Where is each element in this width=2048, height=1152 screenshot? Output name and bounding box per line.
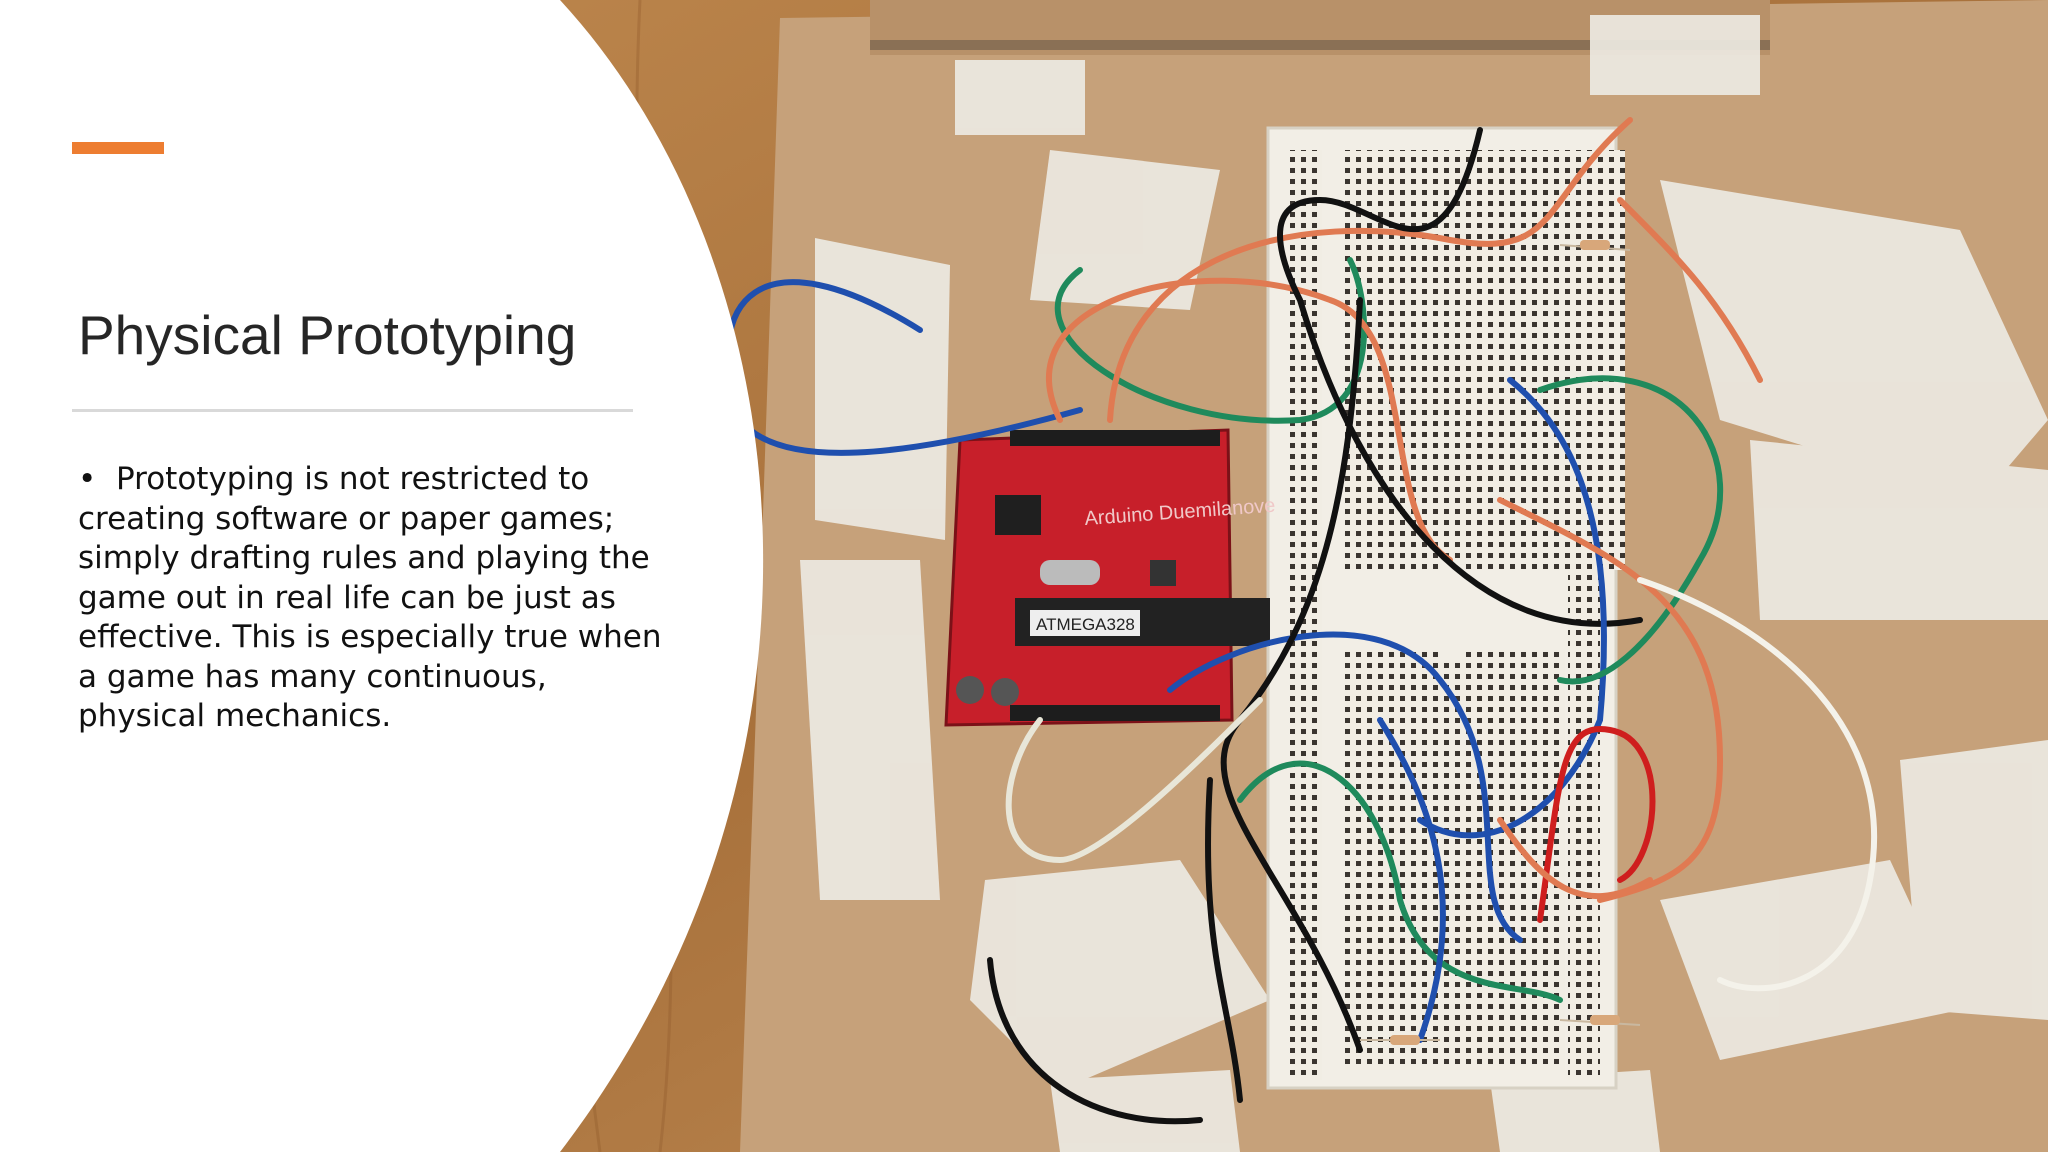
chip-label: ATMEGA328	[1036, 615, 1135, 634]
bullet-text: Prototyping is not restricted to creatin…	[78, 461, 662, 734]
slide-title: Physical Prototyping	[78, 304, 577, 366]
bullet-list: •Prototyping is not restricted to creati…	[78, 460, 678, 737]
bullet-marker: •	[78, 461, 97, 497]
bullet-item: •Prototyping is not restricted to creati…	[78, 460, 678, 737]
title-divider	[72, 409, 633, 412]
accent-bar	[72, 142, 164, 154]
